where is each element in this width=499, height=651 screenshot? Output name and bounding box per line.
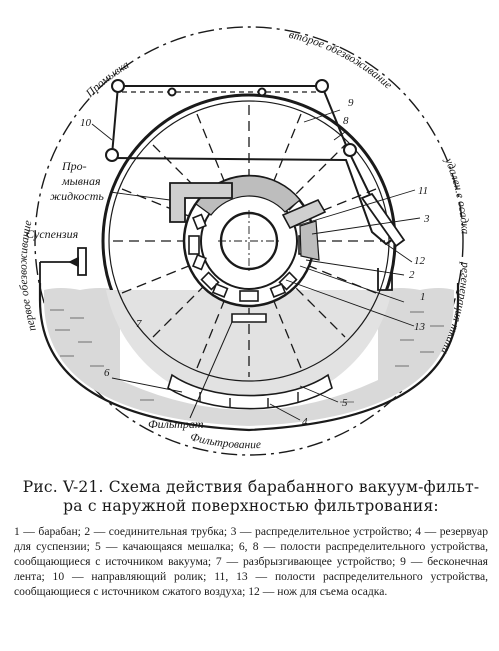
- spray-arm: [281, 198, 327, 230]
- callout-6: 6: [104, 367, 110, 379]
- figure-legend: 1 — барабан; 2 — соединительная трубка; …: [14, 524, 488, 599]
- callout-13: 13: [414, 321, 426, 333]
- liquid-ripples: [50, 309, 444, 403]
- suspension-liquid: [44, 288, 454, 426]
- callout-5: 5: [342, 397, 348, 409]
- agitator-bar: [231, 313, 267, 323]
- suspension-label: Суспензия: [26, 227, 79, 241]
- phase-label-cake-removal: удален.е осадка: [442, 156, 471, 235]
- callout-1: 1: [420, 291, 426, 303]
- callout-7: 7: [136, 318, 142, 330]
- wash-liquid-label-2: мывная: [61, 174, 101, 188]
- callout-4: 4: [302, 416, 308, 428]
- callout-11: 11: [418, 185, 428, 197]
- callout-12: 12: [414, 255, 426, 267]
- caption-line-2: ра с наружной поверхностью фильтрования:: [63, 497, 439, 515]
- phase-label-wash: Промывка: [83, 59, 131, 101]
- distributor-sector-right: [299, 220, 320, 261]
- callout-2: 2: [409, 269, 415, 281]
- phase-label-filtration: Фильтрование: [189, 431, 261, 451]
- figure-caption: Рис. V-21. Схема действия барабанного ва…: [14, 478, 488, 516]
- agitator-arc: [167, 373, 333, 410]
- callout-9: 9: [348, 97, 354, 109]
- leader-lines: [91, 109, 421, 421]
- wash-pipe: [169, 182, 233, 223]
- callout-10: 10: [80, 117, 92, 129]
- wash-liquid-label-1: Про-: [61, 159, 87, 173]
- tank-right-wall: [377, 268, 393, 291]
- callout-3: 3: [423, 213, 430, 225]
- caption-line-1: Рис. V-21. Схема действия барабанного ва…: [22, 478, 480, 496]
- phase-label-second-dewatering: второе обезвоживание: [288, 29, 394, 92]
- filtrate-label: Фильтрат: [148, 417, 204, 431]
- filtrate-leader: [189, 321, 233, 419]
- suspension-inlet: [40, 247, 87, 276]
- legend-text: 1 — барабан; 2 — соединительная трубка; …: [14, 525, 488, 598]
- suspension-tank: [38, 283, 460, 432]
- callout-8: 8: [343, 115, 349, 127]
- wash-liquid-label-3: жидкость: [50, 189, 104, 203]
- phase-circle: [34, 26, 464, 456]
- guide-roller: [105, 79, 357, 162]
- drum-vacuum-filter-diagram: Промывка второе обезвоживание удален.е о…: [18, 26, 471, 456]
- scraper-knife: [360, 192, 406, 248]
